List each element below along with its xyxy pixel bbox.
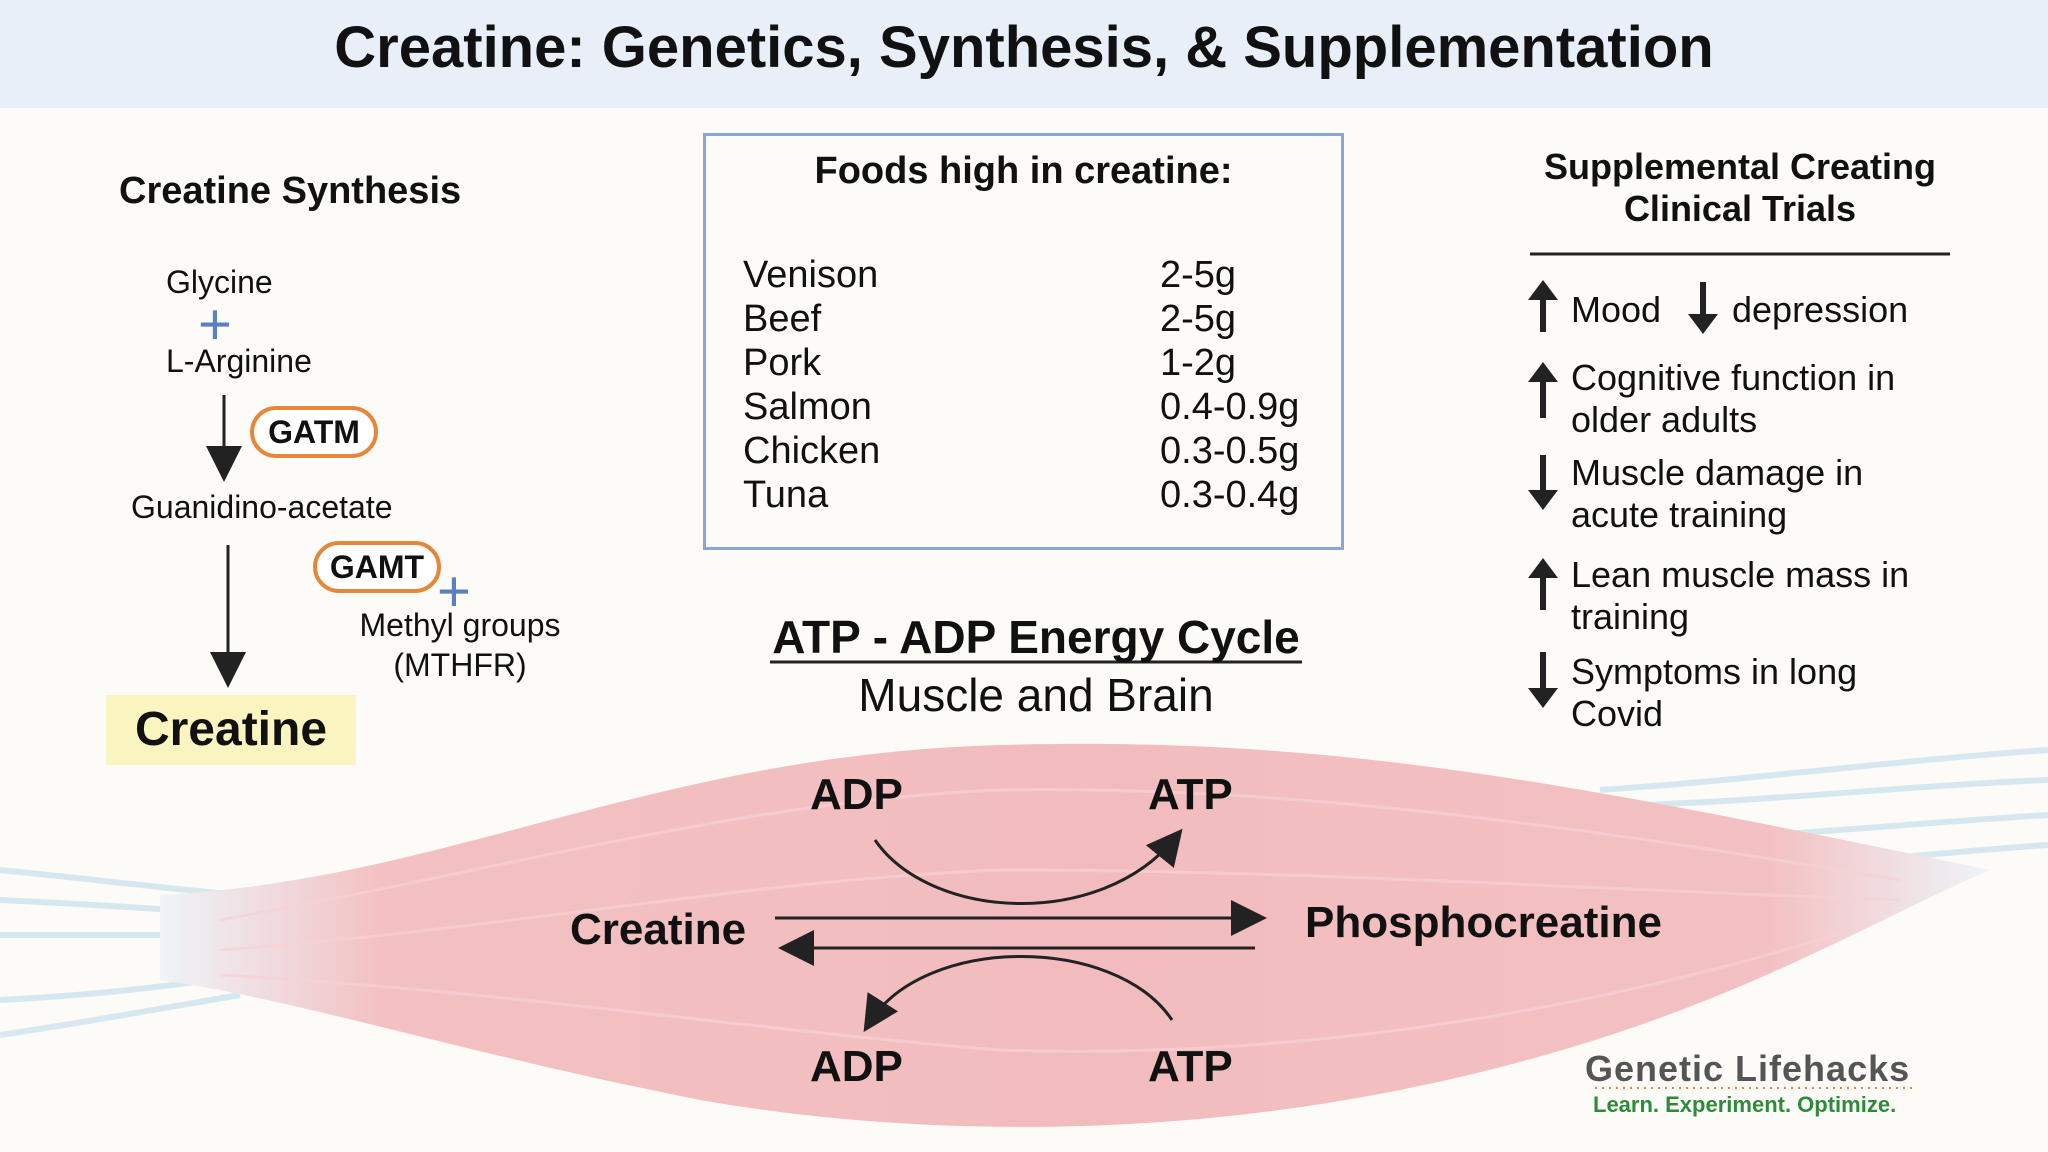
food-name: Beef [743,298,822,340]
trial-mood: Mood [1571,289,1662,330]
food-amount: 1-2g [1160,342,1237,384]
cycle-subtitle: Muscle and Brain [858,669,1214,721]
up-arrow-icon [1528,362,1558,418]
adp-top-label: ADP [810,770,903,819]
food-name: Chicken [743,430,881,472]
gamt-enzyme-pill: GAMT [313,541,441,593]
page-title: Creatine: Genetics, Synthesis, & Supplem… [334,15,1714,80]
trial-item-line1: Lean muscle mass in [1571,554,1910,595]
plus-icon: + [198,292,232,357]
trial-item-line2: acute training [1571,494,1788,535]
plus-icon: + [437,559,471,624]
food-amount: 0.3-0.5g [1160,430,1300,472]
trial-item-line2: Covid [1571,693,1664,734]
trial-item-line1: Cognitive function in [1571,357,1896,398]
food-amount: 0.3-0.4g [1160,474,1300,516]
food-name: Pork [743,342,822,384]
mthfr-label: (MTHFR) [393,647,527,683]
guanidinoacetate-label: Guanidino-acetate [131,489,393,525]
cycle-creatine-label: Creatine [570,905,747,954]
trial-item: Symptoms in long Covid [1571,651,1857,735]
muscle-fibers [219,788,1901,1053]
trial-arrows [1528,280,1718,708]
down-arrow-icon [1528,652,1558,708]
glycine-label: Glycine [166,264,273,300]
atp-bottom-label: ATP [1148,1042,1233,1091]
synthesis-heading: Creatine Synthesis [119,170,462,212]
logo-tagline: Learn. Experiment. Optimize. [1593,1092,1897,1117]
logo-name: Genetic Lifehacks [1585,1048,1911,1089]
up-arrow-icon [1528,280,1558,332]
trial-item-line1: Muscle damage in [1571,452,1864,493]
creatine-product-label: Creatine [134,703,328,756]
trial-item: Muscle damage in acute training [1571,452,1863,536]
trial-item: Lean muscle mass in training [1571,554,1909,638]
down-arrow-icon [1688,282,1718,334]
up-arrow-icon [1528,558,1558,610]
gatm-enzyme-pill: GATM [250,406,378,458]
food-amount: 2-5g [1160,254,1237,296]
down-arrow-icon [1528,455,1558,510]
trial-item-line1: Symptoms in long [1571,651,1858,692]
arrow-adp-to-atp-top [873,828,1183,905]
food-name: Salmon [743,386,872,428]
trials-heading: Supplemental Creating Clinical Trials [1520,146,1960,230]
trial-item-line2: older adults [1571,399,1758,440]
foods-name-column: Venison Beef Pork Salmon Chicken Tuna [743,253,880,517]
l-arginine-label: L-Arginine [166,343,312,379]
trial-item-line2: training [1571,596,1690,637]
atp-top-label: ATP [1148,770,1233,819]
food-amount: 0.4-0.9g [1160,386,1300,428]
food-name: Tuna [743,474,829,516]
creatine-highlight [106,695,356,765]
cycle-title: ATP - ADP Energy Cycle [772,611,1300,663]
trials-heading-line2: Clinical Trials [1623,188,1857,229]
foods-amount-column: 2-5g 2-5g 1-2g 0.4-0.9g 0.3-0.5g 0.3-0.4… [1160,253,1299,517]
food-amount: 2-5g [1160,298,1237,340]
trials-heading-line1: Supplemental Creating [1543,146,1937,187]
header-bar [0,0,2048,108]
foods-table-heading: Foods high in creatine: [814,150,1233,192]
foods-table [703,133,1344,550]
cycle-phosphocreatine-label: Phosphocreatine [1305,898,1662,947]
methyl-groups-label: Methyl groups [359,607,561,643]
adp-bottom-label: ADP [810,1042,903,1091]
food-name: Venison [743,254,879,296]
arrow-atp-to-adp-bottom [863,955,1174,1033]
trial-depression: depression [1732,289,1909,330]
trial-item: Cognitive function in older adults [1571,357,1895,441]
